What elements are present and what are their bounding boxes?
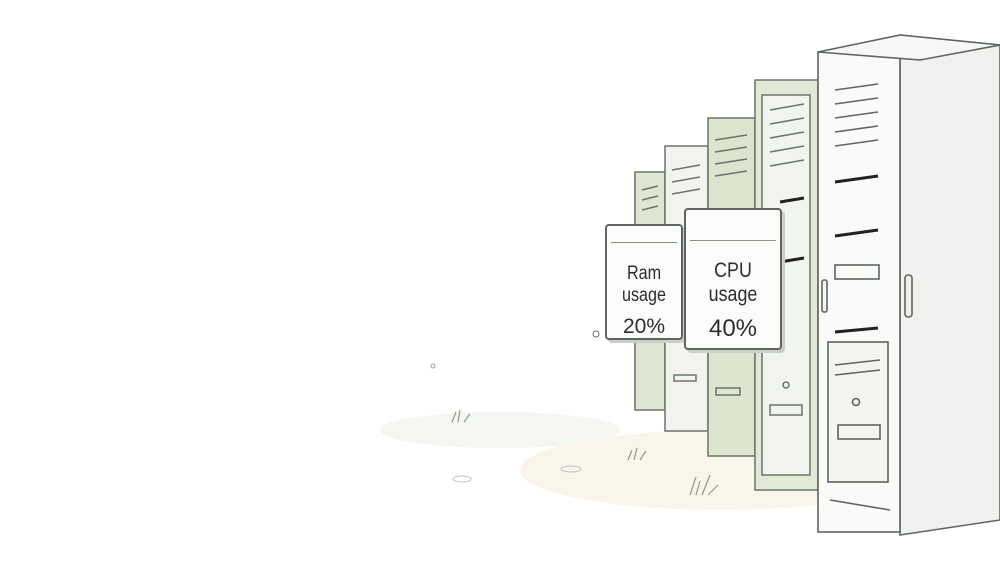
card-header-bar xyxy=(690,210,776,241)
ram-usage-label: Ram usage xyxy=(621,263,667,306)
grass-tufts xyxy=(451,409,719,496)
card-header-bar xyxy=(611,226,677,243)
cpu-usage-card: CPU usage 40% xyxy=(684,208,782,350)
ram-usage-card: Ram usage 20% xyxy=(605,224,683,340)
cpu-usage-value: 40% xyxy=(708,315,758,342)
cpu-usage-label: CPU usage xyxy=(708,259,758,306)
ram-usage-value: 20% xyxy=(622,315,666,338)
server-rack-5 xyxy=(817,34,1000,536)
